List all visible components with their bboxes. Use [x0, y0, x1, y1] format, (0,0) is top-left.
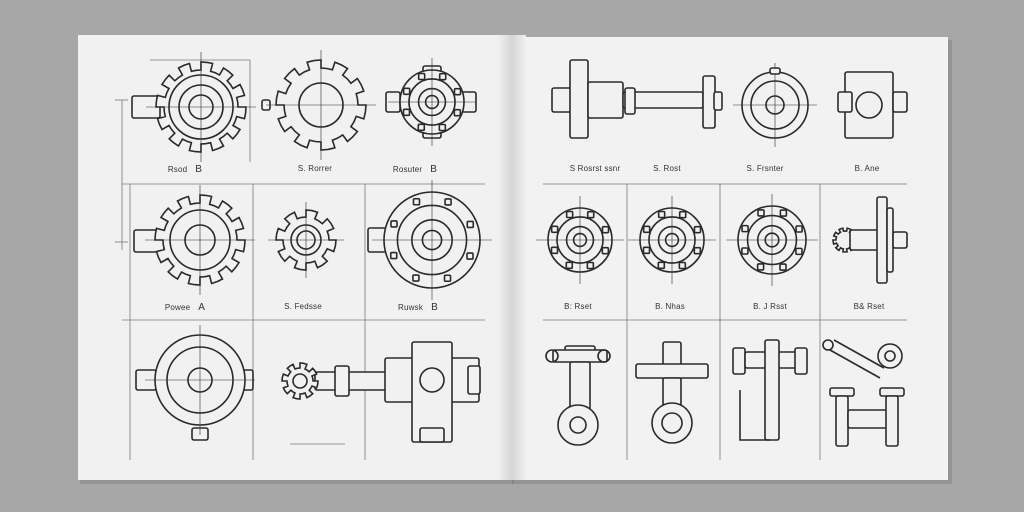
bolt-icon	[741, 224, 749, 233]
bolt-icon	[402, 108, 411, 117]
gear-icon	[281, 362, 319, 400]
bolt-icon	[795, 247, 803, 256]
book-spine	[498, 35, 526, 480]
hub-icon	[837, 91, 853, 113]
circle-outline	[557, 404, 599, 446]
figure-label: B& Rset	[853, 302, 885, 311]
hub-icon	[892, 231, 908, 249]
bolt-icon	[586, 261, 595, 270]
figure-label: S. Fedsse	[284, 302, 322, 311]
bolt-icon	[390, 220, 398, 228]
flange-icon	[569, 59, 589, 139]
bolt-icon	[779, 263, 787, 271]
bolt-icon	[417, 72, 426, 81]
circle-outline	[877, 343, 903, 369]
hub-icon	[467, 365, 481, 395]
flange-icon	[886, 207, 894, 273]
bolt-icon	[642, 246, 651, 255]
bolt-icon	[550, 225, 559, 234]
bolt-icon	[453, 87, 462, 96]
figure-label: S. Rorrer	[297, 164, 333, 173]
figure-label: B. Nhas	[655, 302, 685, 311]
circle-outline	[292, 373, 308, 389]
bolt-icon	[657, 210, 666, 219]
bolt-icon	[795, 225, 803, 233]
bolt-icon	[466, 220, 475, 229]
lever-icon	[829, 339, 885, 379]
hub-icon	[713, 91, 723, 111]
bolt-icon	[756, 263, 765, 271]
bolt-icon	[466, 252, 474, 260]
bolt-icon	[565, 210, 574, 219]
elbow-icon	[739, 390, 770, 441]
circle-outline	[651, 402, 693, 444]
circle-outline	[855, 91, 883, 119]
bolt-icon	[550, 246, 559, 255]
bolt-icon	[601, 246, 610, 255]
bolt-icon	[741, 247, 749, 255]
collar-icon	[334, 365, 350, 397]
figure-label: S. Frsnter	[746, 164, 784, 173]
body-outline	[635, 363, 709, 379]
bolt-icon	[678, 261, 687, 270]
pipe-icon	[835, 395, 849, 447]
bolt-icon	[412, 197, 421, 206]
hub-icon	[551, 87, 573, 113]
bolt-icon	[693, 246, 702, 255]
pipe-icon	[885, 395, 899, 447]
bolt-icon	[757, 209, 765, 217]
circle-outline	[569, 416, 587, 434]
circle-outline	[597, 349, 611, 363]
flange-icon	[876, 196, 888, 284]
bolt-icon	[389, 251, 398, 260]
hub-icon	[892, 91, 908, 113]
bolt-icon	[417, 123, 426, 132]
flange-icon	[794, 347, 808, 375]
cap-icon	[829, 387, 855, 397]
bolt-icon	[438, 72, 447, 81]
bolt-icon	[565, 261, 574, 270]
circle-outline	[545, 349, 559, 363]
body-outline	[587, 81, 624, 119]
figure-label: S. Rost	[653, 164, 681, 173]
bolt-icon	[443, 274, 452, 283]
bolt-icon	[438, 123, 447, 132]
bolt-icon	[444, 198, 452, 206]
bolt-icon	[402, 87, 411, 96]
page-grid	[115, 59, 907, 460]
bolt-icon	[657, 261, 666, 270]
bolt-icon	[642, 225, 651, 234]
shaft-icon	[849, 229, 881, 251]
bolt-icon	[779, 209, 788, 217]
circle-outline	[822, 339, 834, 351]
figure-label: B: Rset	[564, 302, 592, 311]
hub-icon	[419, 427, 445, 443]
bolt-icon	[769, 67, 781, 75]
bolt-icon	[693, 225, 702, 234]
bolt-icon	[601, 225, 610, 234]
figure-label: B. J Rsst	[753, 302, 787, 311]
bolt-icon	[412, 274, 420, 282]
bolt-icon	[586, 210, 595, 219]
circle-outline	[661, 412, 683, 434]
cap-icon	[879, 387, 905, 397]
pipe-icon	[764, 339, 780, 441]
bolt-icon	[678, 210, 687, 219]
circle-outline	[419, 367, 445, 393]
figure-label: S Rosrst ssnr	[569, 164, 621, 173]
collar-icon	[624, 87, 636, 115]
bolt-icon	[453, 108, 462, 117]
figure-label: B. Ane	[854, 164, 880, 173]
circle-outline	[884, 350, 896, 362]
flange-icon	[732, 347, 746, 375]
